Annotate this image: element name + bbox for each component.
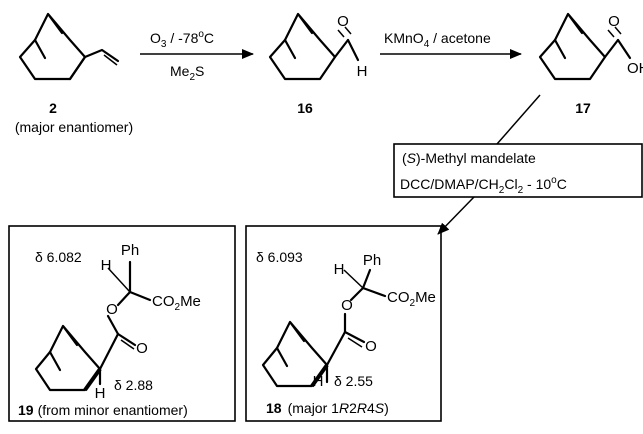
compound-18-atom-ph: Ph (363, 252, 381, 269)
compound-18-box (245, 225, 442, 422)
compound-16-number: 16 (297, 100, 313, 116)
compound-19-atom-h-bottom: H (95, 385, 106, 402)
compound-18-group-ester: CO2Me (387, 289, 436, 309)
compound-18-atom-o-carbonyl: O (365, 338, 377, 355)
reagent-step-2: KMnO4 / acetone (384, 30, 491, 50)
compound-19-structure (34, 260, 152, 392)
compound-19-atom-o-carbonyl: O (136, 340, 148, 357)
compound-19-atom-ph: Ph (121, 242, 139, 259)
compound-2-note: (major enantiomer) (15, 119, 133, 135)
compound-19-atom-o-ester: O (106, 301, 118, 318)
arrow-step-3-lower (437, 196, 475, 235)
compound-18-shift-top: δ 6.093 (256, 249, 303, 265)
compound-18-shift-bottom: δ 2.55 (334, 373, 373, 389)
reagent-step-3-box (393, 143, 643, 198)
compound-19-caption: 19(from minor enantiomer) (18, 402, 188, 418)
reagent-step-3-line-2: DCC/DMAP/CH2Cl2 - 10oC (400, 175, 567, 196)
compound-18-atom-h-bottom: H (313, 373, 324, 390)
compound-2-structure (18, 12, 120, 81)
compound-17-atom-oh: OH (627, 60, 643, 77)
arrow-step-3-upper (496, 94, 541, 145)
compound-17-structure (538, 12, 632, 81)
compound-2-number: 2 (49, 100, 57, 116)
compound-16-atom-o: O (337, 13, 349, 30)
reagent-step-1-top: O3 / -78oC (150, 29, 214, 50)
compound-16-structure (268, 12, 360, 81)
compound-19-group-ester: CO2Me (152, 293, 201, 313)
compound-19-shift-bottom: δ 2.88 (114, 377, 153, 393)
compound-16-atom-h: H (357, 63, 368, 80)
compound-17-number: 17 (575, 100, 591, 116)
compound-19-atom-h-top: H (101, 257, 112, 274)
compound-18-caption: 18(major 1R2R4S) (266, 400, 389, 416)
reagent-step-1-bottom: Me2S (170, 63, 204, 83)
compound-18-structure (261, 268, 387, 388)
compound-18-atom-h-top: H (334, 261, 345, 278)
compound-19-box (8, 225, 236, 422)
compound-17-atom-o: O (608, 13, 620, 30)
compound-19-shift-top: δ 6.082 (35, 249, 82, 265)
reagent-step-3-line-1: (S)-Methyl mandelate (402, 150, 536, 166)
compound-18-atom-o-ester: O (341, 297, 353, 314)
